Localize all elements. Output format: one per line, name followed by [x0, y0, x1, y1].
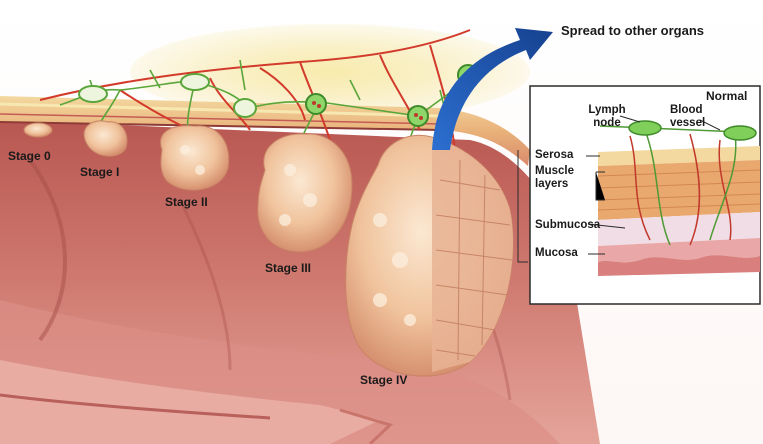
inset-label-muscle-layers: Muscle layers	[535, 165, 595, 191]
inset-label-serosa: Serosa	[535, 149, 573, 162]
inset-label-submucosa: Submucosa	[535, 219, 600, 232]
label-stage-1: Stage I	[80, 166, 119, 179]
tumor-stage-2	[161, 126, 229, 190]
inset-lymph-node	[629, 121, 661, 135]
inset-label-blood-vessel: Blood vessel	[670, 104, 716, 130]
label-stage-2: Stage II	[165, 196, 208, 209]
label-spread: Spread to other organs	[561, 24, 704, 37]
label-stage-4: Stage IV	[360, 374, 407, 387]
inset-lymph-node-2	[724, 126, 756, 140]
inset-title: Normal	[706, 90, 747, 103]
label-stage-0: Stage 0	[8, 150, 51, 163]
tumor-stage-0	[24, 123, 52, 137]
normal-wall-inset	[518, 86, 760, 304]
inset-label-mucosa: Mucosa	[535, 247, 578, 260]
label-stage-3: Stage III	[265, 262, 311, 275]
inset-label-lymph-node: Lymph node	[584, 104, 630, 130]
